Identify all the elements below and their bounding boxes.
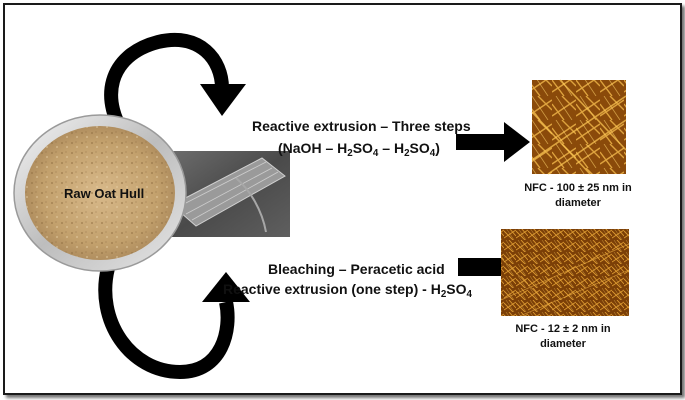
nfc-result-2-caption: NFC - 12 ± 2 nm in diameter — [515, 323, 611, 350]
route-1-title: Reactive extrusion – Three steps — [252, 118, 471, 134]
route-1-reagents: (NaOH – H2SO4 – H2SO4) — [278, 140, 440, 159]
arrow-route-2-shaft — [458, 258, 504, 276]
source-label: Raw Oat Hull — [64, 186, 145, 201]
route-2-title: Bleaching – Peracetic acid — [268, 261, 445, 277]
nfc-afm-image-2 — [501, 229, 629, 316]
cycle-arrow-bottom-head — [202, 272, 250, 302]
nfc-result-1-caption: NFC - 100 ± 25 nm in diameter — [524, 182, 632, 209]
sem-fiber-strand — [171, 157, 286, 227]
cycle-arrow-bottom — [98, 266, 235, 380]
arrow-route-1-shaft — [456, 134, 506, 150]
arrow-route-1-head — [504, 122, 530, 162]
route-2-reagents: Reactive extrusion (one step) - H2SO4 — [223, 281, 472, 300]
cycle-arrow-top — [104, 33, 229, 145]
cycle-arrow-top-head — [200, 84, 246, 116]
nfc-afm-image-1 — [532, 80, 626, 174]
